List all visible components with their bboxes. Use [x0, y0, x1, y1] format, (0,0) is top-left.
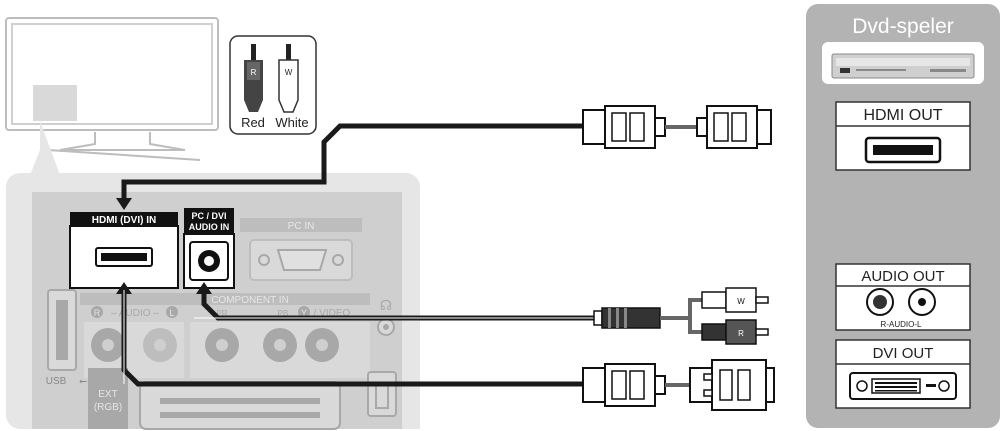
dvi-out-label: DVI OUT — [873, 345, 934, 362]
audio-l-mark: L — [169, 308, 174, 318]
scart-port[interactable] — [139, 381, 341, 430]
y-label: Y — [301, 308, 307, 318]
dvd-player-device — [822, 42, 984, 84]
hdmi-out-label: HDMI OUT — [863, 107, 942, 124]
pc-in-label: PC IN — [288, 221, 315, 232]
pc-dvi-audio-in-label-2: AUDIO IN — [189, 222, 230, 232]
pc-dvi-audio-in-label-1: PC / DVI — [191, 211, 226, 221]
dvi-cable-plug-dvi-end — [689, 359, 775, 411]
hdmi-in-label: HDMI (DVI) IN — [92, 215, 156, 226]
svg-text:R: R — [738, 329, 744, 338]
white-label: White — [275, 115, 308, 130]
tv-port-highlight — [33, 85, 77, 121]
audio-cable-plug — [593, 307, 661, 329]
rca-plug-red: R — [701, 319, 769, 345]
red-label: Red — [241, 115, 265, 130]
scart-pins — [160, 398, 320, 418]
dvd-player-title: Dvd-speler — [852, 15, 954, 38]
red-plug-mark: R — [251, 68, 257, 77]
video-label: / VIDEO — [314, 308, 351, 319]
dvd-player-panel: Dvd-speler HDMI OUT AUDIO OUT R-AUDIO-L … — [806, 4, 1000, 428]
pb-label: PB — [278, 309, 289, 318]
usb-label: USB — [46, 376, 67, 387]
audio-out-sub-label: R-AUDIO-L — [881, 320, 922, 329]
component-in-label: COMPONENT IN — [211, 295, 289, 306]
hdmi-cable — [121, 123, 583, 200]
white-plug-mark: W — [285, 68, 293, 77]
tv-rear-panel: HDMI (DVI) IN PC / DVI AUDIO IN PC IN CO… — [6, 173, 420, 430]
usb-icon: ⭠ — [79, 376, 87, 387]
ext-label-1: EXT — [98, 389, 117, 400]
audio-r-mark: R — [94, 308, 101, 318]
ext-label-2: (RGB) — [94, 402, 122, 413]
dvi-cable-plug-hdmi-end — [582, 363, 666, 407]
cables: W R — [116, 105, 775, 411]
svg-text:W: W — [737, 297, 745, 306]
audio-out-label: AUDIO OUT — [861, 268, 944, 285]
cable-color-legend: R W Red White — [229, 35, 317, 135]
pc-in-port[interactable] — [276, 249, 328, 271]
tv-zoom-connector — [30, 121, 60, 175]
hdmi-cable-plug-left — [582, 105, 666, 149]
rca-plug-white: W — [701, 287, 769, 313]
hdmi-cable-plug-right — [696, 105, 772, 149]
pr-label: PR — [216, 309, 227, 318]
rca-jacks — [84, 318, 395, 378]
audio-label: – AUDIO – — [111, 308, 159, 319]
headphone-icon: ☊ — [380, 297, 392, 313]
